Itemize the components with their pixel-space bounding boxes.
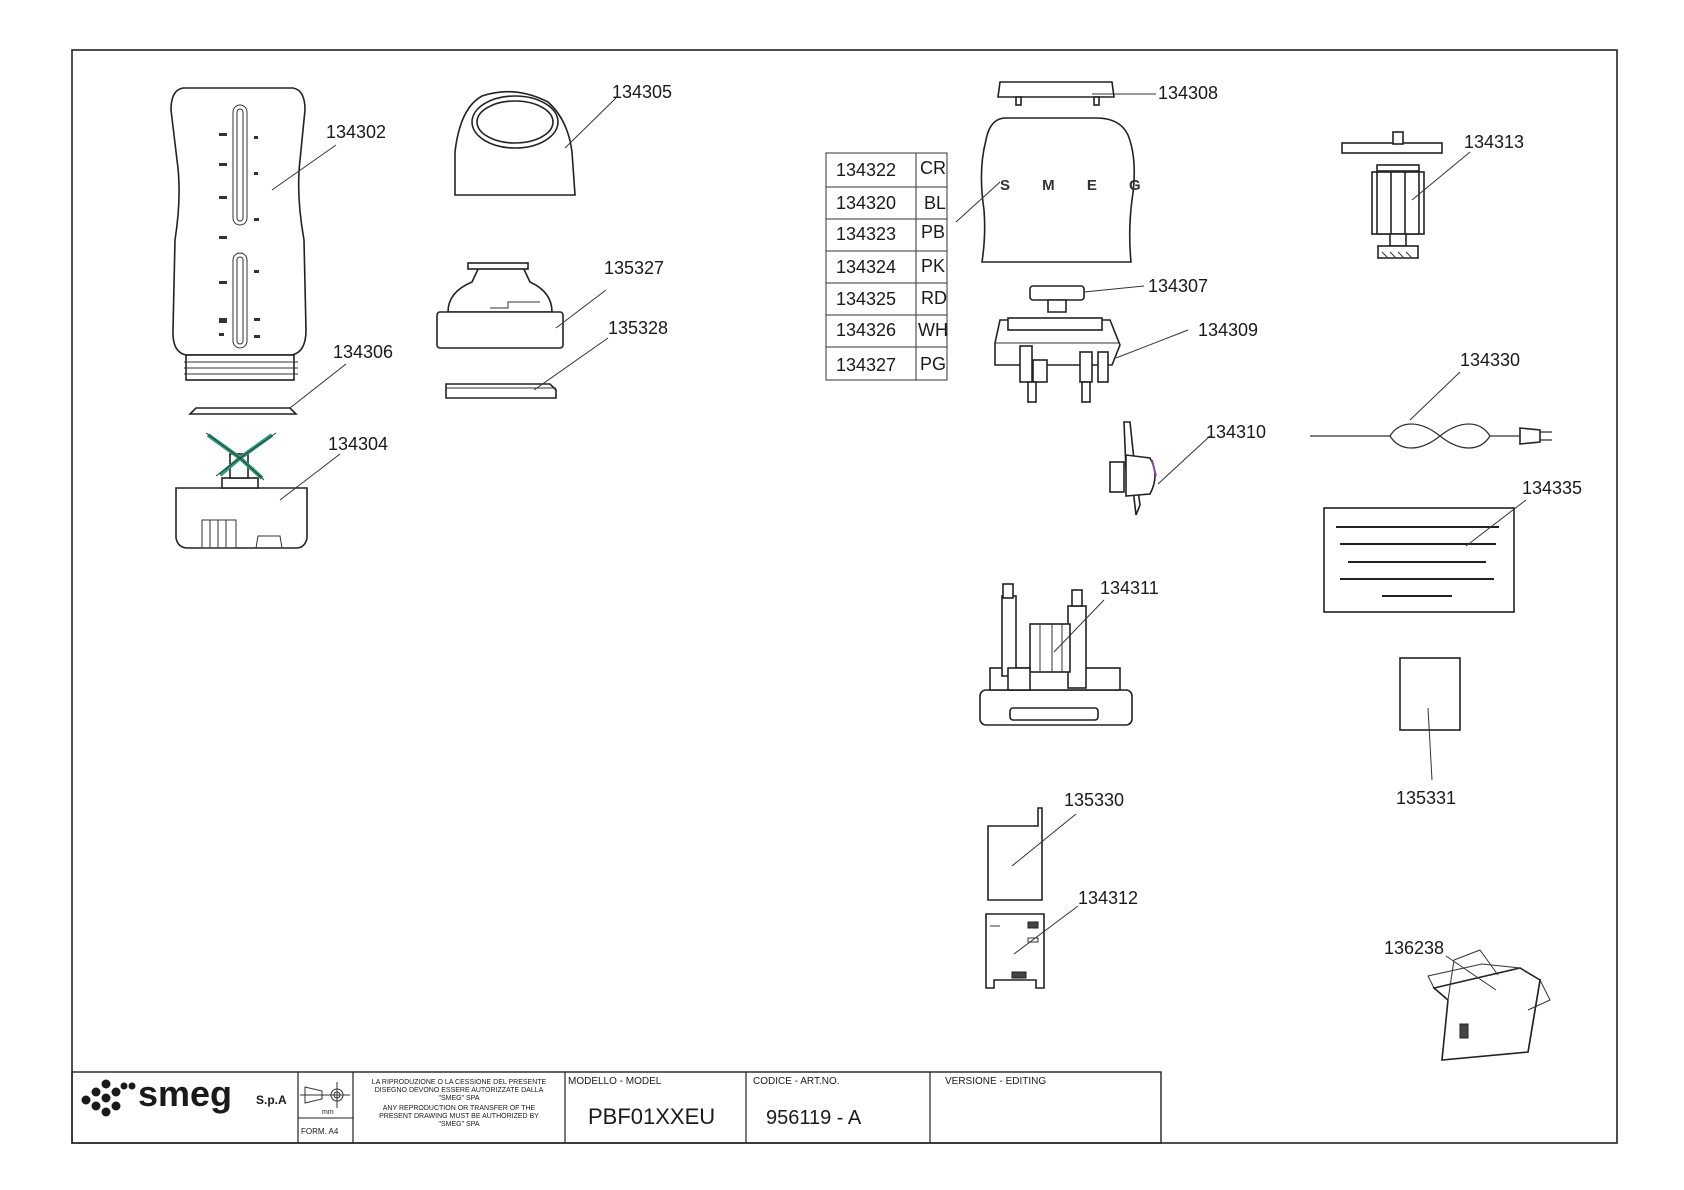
motor-part — [1341, 131, 1443, 259]
housing-logo: S M E G — [1000, 177, 1155, 194]
motor-base-part — [979, 583, 1133, 726]
color-row-color: BL — [924, 193, 946, 213]
leader-lines — [271, 93, 1527, 991]
format-label: FORM. A4 — [301, 1127, 339, 1136]
disc-part — [445, 383, 557, 399]
part-label-134335: 134335 — [1522, 478, 1582, 498]
part-label-134307: 134307 — [1148, 276, 1208, 296]
power-cable-part — [1310, 423, 1552, 449]
part-label-134330: 134330 — [1460, 350, 1520, 370]
box-part — [1427, 949, 1551, 1061]
color-row-code: 134323 — [836, 224, 896, 244]
model-value: PBF01XXEU — [588, 1104, 715, 1129]
notice-en-line: PRESENT DRAWING MUST BE AUTHORIZED BY — [379, 1113, 539, 1120]
part-label-134312: 134312 — [1078, 888, 1138, 908]
housing-cap-part — [997, 81, 1115, 106]
code-label: CODICE - ART.NO. — [753, 1076, 840, 1087]
part-label-134311: 134311 — [1100, 578, 1159, 598]
lid-part — [454, 90, 576, 196]
code-value: 956119 - A — [766, 1107, 862, 1129]
control-board-part — [994, 317, 1121, 403]
part-label-134305: 134305 — [612, 82, 672, 102]
unit-label: mm — [322, 1109, 334, 1116]
part-label-134313: 134313 — [1464, 132, 1524, 152]
color-row-color: CR — [920, 158, 946, 178]
color-row-color: WH — [918, 320, 948, 340]
color-row-code: 134324 — [836, 257, 896, 277]
knob-part — [1029, 285, 1085, 313]
blade-assembly-part — [175, 432, 308, 549]
part-label-135331: 135331 — [1396, 788, 1456, 808]
part-label-134309: 134309 — [1198, 320, 1258, 340]
jug-part — [170, 87, 307, 381]
part-label-135327: 135327 — [604, 258, 664, 278]
part-label-136238: 136238 — [1384, 938, 1444, 958]
version-label: VERSIONE - EDITING — [945, 1076, 1046, 1087]
color-row-code: 134325 — [836, 289, 896, 309]
part-label-134310: 134310 — [1206, 422, 1266, 442]
color-code-table: 134322 CR 134320 BL 134323 PB 134324 PK … — [825, 152, 948, 381]
model-label: MODELLO - MODEL — [568, 1076, 662, 1087]
part-label-134304: 134304 — [328, 434, 388, 454]
manual-part — [1323, 507, 1515, 613]
card-part — [1399, 657, 1461, 731]
notice-it-line: "SMEG" SPA — [438, 1095, 479, 1102]
sheet-part — [987, 807, 1043, 901]
color-row-code: 134322 — [836, 160, 896, 180]
part-label-135328: 135328 — [608, 318, 668, 338]
motor-housing-part: S M E G — [980, 117, 1155, 263]
gasket-part — [188, 407, 298, 415]
color-row-code: 134326 — [836, 320, 896, 340]
tamper-part — [436, 262, 564, 349]
brand-name: smeg — [138, 1073, 232, 1114]
part-label-134302: 134302 — [326, 122, 386, 142]
color-row-color: PK — [921, 256, 945, 276]
notice-it-line: DISEGNO DEVONO ESSERE AUTORIZZATE DALLA — [375, 1087, 544, 1094]
company-suffix: S.p.A — [256, 1093, 287, 1107]
part-labels: 134302 134305 134308 134313 135327 13532… — [326, 82, 1582, 958]
switch-part — [1109, 421, 1157, 516]
notice-en-line: "SMEG" SPA — [438, 1121, 479, 1128]
smeg-logo — [81, 1079, 136, 1117]
color-row-color: PB — [921, 222, 945, 242]
notice-it-line: LA RIPRODUZIONE O LA CESSIONE DEL PRESEN… — [372, 1079, 547, 1086]
color-row-color: RD — [921, 288, 947, 308]
part-label-134308: 134308 — [1158, 83, 1218, 103]
part-label-134306: 134306 — [333, 342, 393, 362]
color-row-code: 134320 — [836, 193, 896, 213]
notice-en-line: ANY REPRODUCTION OR TRANSFER OF THE — [383, 1105, 536, 1112]
title-block: smeg S.p.A mm FORM. A4 LA RIPRODUZIONE O… — [71, 1071, 1162, 1144]
color-row-code: 134327 — [836, 355, 896, 375]
projection-symbol-icon — [300, 1082, 350, 1108]
part-label-135330: 135330 — [1064, 790, 1124, 810]
bracket-part — [985, 913, 1045, 989]
color-row-color: PG — [920, 354, 946, 374]
